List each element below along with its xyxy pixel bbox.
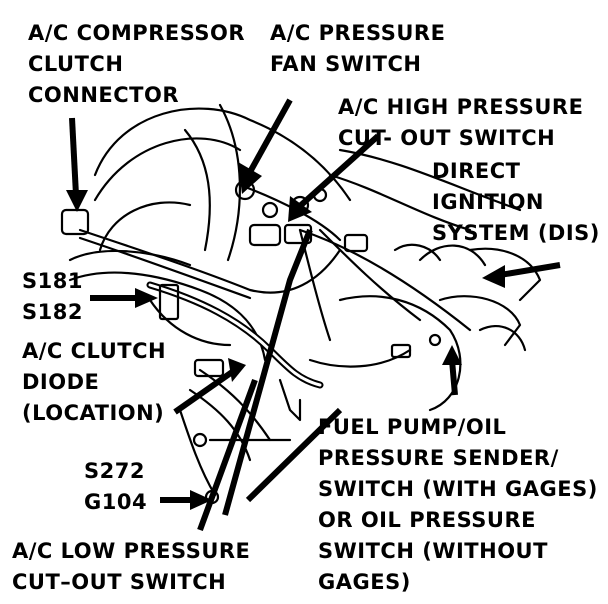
label-line: (LOCATION): [22, 401, 165, 425]
engine-contour: [298, 228, 472, 332]
engine-contour: [338, 295, 462, 412]
label-line: GAGES): [318, 570, 411, 594]
arrow-heads: [66, 162, 505, 510]
label-s272-g104: S272 G104: [84, 456, 147, 518]
label-low-pressure-cutout: A/C LOW PRESSURE CUT–OUT SWITCH: [12, 536, 250, 598]
label-line: A/C CLUTCH: [22, 339, 167, 363]
wire: [318, 228, 422, 322]
wire: [178, 408, 217, 497]
label-line: A/C PRESSURE: [270, 21, 446, 45]
label-line: SWITCH (WITH GAGES): [318, 477, 598, 501]
label-dis: DIRECT IGNITION SYSTEM (DIS): [432, 156, 600, 249]
label-line: CUT- OUT SWITCH: [338, 126, 556, 150]
ignition-coil-outline: [478, 325, 527, 352]
label-line: FUEL PUMP/OIL: [318, 415, 507, 439]
arrowhead: [442, 345, 462, 365]
arrow-sender-vertical: [449, 359, 458, 396]
label-line: S272: [84, 459, 145, 483]
arrow-low-pressure-1: [197, 378, 258, 532]
ignition-coil-outline: [418, 244, 487, 267]
label-line: CLUTCH: [28, 52, 124, 76]
label-line: OR OIL PRESSURE: [318, 508, 536, 532]
splice-bracket: [158, 283, 180, 321]
ignition-coil-outline: [438, 295, 522, 347]
arrowhead: [190, 490, 212, 510]
arrowhead: [66, 190, 88, 212]
label-line: SYSTEM (DIS): [432, 221, 600, 245]
arrowhead: [135, 288, 158, 308]
sender-body: [390, 343, 412, 359]
engine-contour: [93, 137, 242, 202]
engine-contour: [98, 201, 192, 252]
label-line: G104: [84, 490, 148, 514]
engine-contour: [183, 128, 211, 252]
label-line: A/C LOW PRESSURE: [12, 539, 251, 563]
wire: [308, 348, 412, 368]
harness-core: [148, 283, 322, 387]
arrow-fuel-pump-sender: [245, 407, 343, 503]
label-line: DIODE: [22, 370, 100, 394]
ignition-coil-outline: [393, 243, 442, 262]
label-line: IGNITION: [432, 190, 545, 214]
engine-contour: [328, 173, 472, 232]
clutch-connector: [60, 208, 90, 236]
ground-bolt: [192, 432, 208, 448]
arrow-high-pressure-cutout: [297, 133, 381, 209]
label-line: A/C COMPRESSOR: [28, 21, 246, 45]
ignition-coil-outline: [468, 247, 542, 302]
label-high-pressure-cutout: A/C HIGH PRESSURE CUT- OUT SWITCH: [338, 92, 583, 154]
engine-contour: [93, 107, 352, 202]
arrowhead: [482, 265, 505, 288]
diode-body: [193, 358, 225, 378]
sender-fitting: [428, 333, 442, 347]
label-line: CONNECTOR: [28, 83, 180, 107]
label-fuel-pump-oil-sender: FUEL PUMP/OIL PRESSURE SENDER/ SWITCH (W…: [318, 412, 598, 598]
arrowhead: [238, 162, 262, 194]
arrow-dis: [499, 262, 561, 278]
label-clutch-diode: A/C CLUTCH DIODE (LOCATION): [22, 336, 166, 429]
arrow-pressure-fan-switch: [247, 98, 293, 174]
leader-arrows: [69, 98, 561, 532]
label-compressor-clutch-connector: A/C COMPRESSOR CLUTCH CONNECTOR: [28, 18, 245, 111]
arrow-clutch-connector: [69, 117, 79, 196]
label-line: S182: [22, 300, 83, 324]
label-line: PRESSURE SENDER/: [318, 446, 559, 470]
label-line: A/C HIGH PRESSURE: [338, 95, 584, 119]
connector-block: [248, 223, 282, 247]
label-line: S181: [22, 269, 83, 293]
engine-contour: [218, 103, 241, 262]
wire: [78, 236, 252, 300]
label-pressure-fan-switch: A/C PRESSURE FAN SWITCH: [270, 18, 445, 80]
label-line: DIRECT: [432, 159, 521, 183]
compressor-body: [148, 298, 232, 347]
arrow-low-pressure-2: [222, 228, 313, 516]
label-line: SWITCH (WITHOUT: [318, 539, 548, 563]
arrowhead: [288, 196, 312, 222]
wire: [78, 228, 342, 294]
compressor-body: [68, 249, 192, 267]
label-splices: S181 S182: [22, 266, 83, 328]
arrow-clutch-diode: [173, 367, 237, 415]
bracket: [278, 378, 302, 422]
label-line: FAN SWITCH: [270, 52, 422, 76]
connector-block: [343, 233, 369, 253]
label-line: CUT–OUT SWITCH: [12, 570, 227, 594]
arrowhead: [228, 358, 246, 382]
pressure-switch: [261, 201, 279, 219]
